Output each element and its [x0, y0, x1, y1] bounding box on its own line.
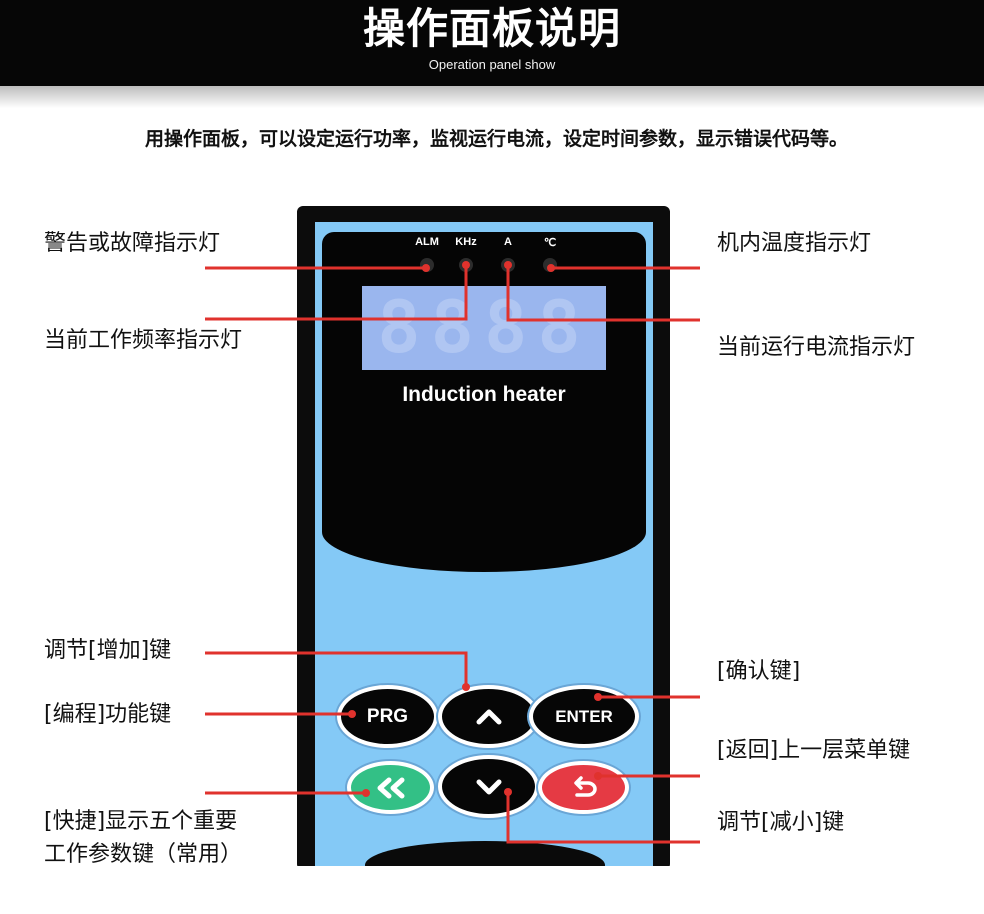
label-enter-key: [确认键] [717, 659, 801, 684]
chevron-up-icon [476, 709, 501, 724]
label-temperature-led: 机内温度指示灯 [717, 231, 872, 256]
label-frequency-led: 当前工作频率指示灯 [44, 328, 243, 353]
header-banner: 操作面板说明 Operation panel show [0, 0, 984, 86]
indicator-label-temp: ℃ [543, 237, 557, 249]
back-button[interactable] [538, 761, 629, 814]
intro-text: 用操作面板，可以设定运行功率，监视运行电流，设定时间参数，显示错误代码等。 [145, 128, 849, 150]
indicator-label-alm: ALM [415, 236, 439, 248]
lcd-display [362, 286, 606, 370]
leader-frequency [205, 265, 468, 321]
bottom-mask [0, 866, 984, 914]
label-current-led: 当前运行电流指示灯 [717, 335, 916, 360]
page-subtitle: Operation panel show [428, 57, 556, 72]
header-shadow [0, 86, 984, 108]
label-shift-key-line2: 工作参数键（常用） [44, 842, 243, 867]
indicator-label-khz: KHz [455, 236, 477, 248]
page-title: 操作面板说明 [362, 4, 621, 53]
leader-up [205, 651, 468, 687]
up-button[interactable] [438, 685, 539, 748]
return-arrow-icon [573, 775, 597, 797]
lcd-digits: 8888 [377, 285, 591, 369]
enter-button[interactable]: ENTER [529, 685, 639, 748]
indicator-label-a: A [504, 236, 512, 248]
label-back-key: [返回]上一层菜单键 [717, 738, 911, 763]
label-prg-key: [编程]功能键 [44, 702, 172, 727]
label-down-key: 调节[减小]键 [717, 810, 845, 835]
label-shift-key-line1: [快捷]显示五个重要 [44, 809, 238, 834]
label-up-key: 调节[增加]键 [44, 638, 172, 663]
leader-down [506, 792, 700, 844]
label-alarm-led: 警告或故障指示灯 [44, 231, 221, 256]
chevron-down-icon [476, 779, 501, 794]
double-chevron-left-icon [377, 777, 404, 798]
leader-current [506, 265, 700, 322]
shift-button[interactable] [347, 761, 434, 814]
down-button[interactable] [438, 755, 539, 818]
model-text: Induction heater [402, 383, 566, 406]
